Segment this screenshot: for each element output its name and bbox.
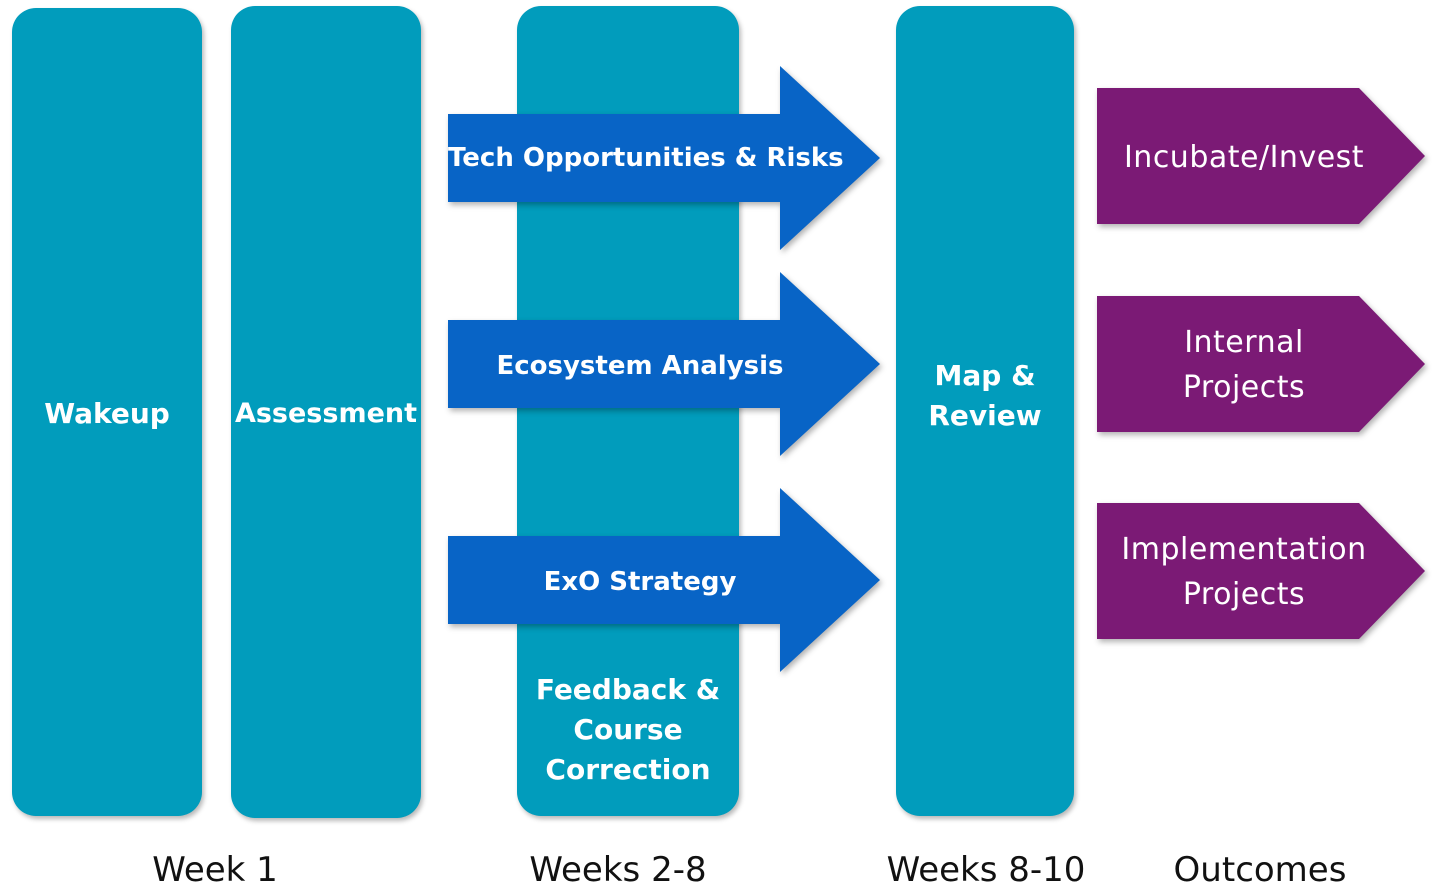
outcome-internal-projects: Internal Projects bbox=[1097, 296, 1425, 432]
stream-label-exo-strategy: ExO Strategy bbox=[543, 567, 737, 597]
stream-label-ecosystem-analysis: Ecosystem Analysis bbox=[496, 351, 784, 381]
outcome-incubate-invest: Incubate/Invest bbox=[1097, 88, 1425, 224]
timeline-label-weeks-8-10: Weeks 8-10 bbox=[886, 850, 1086, 890]
arrow-shape-icon bbox=[448, 66, 880, 250]
phase-label-map-review: Map & Review bbox=[928, 359, 1042, 432]
outcome-label-internal-projects: Internal Projects bbox=[1182, 325, 1306, 405]
stream-arrow-tech-opportunities: Tech Opportunities & Risks bbox=[448, 66, 880, 250]
stream-label-tech-opportunities: Tech Opportunities & Risks bbox=[448, 143, 844, 173]
phase-label-wakeup: Wakeup bbox=[44, 397, 170, 430]
outcome-implementation-projects: Implementation Projects bbox=[1097, 503, 1425, 639]
timeline-label-outcomes: Outcomes bbox=[1173, 850, 1347, 890]
arrow-shape-icon bbox=[448, 272, 880, 456]
chevron-shape-icon bbox=[1097, 88, 1425, 224]
phase-label-feedback: Feedback & Course Correction bbox=[535, 673, 721, 786]
chevron-shape-icon bbox=[1097, 503, 1425, 639]
stream-arrow-ecosystem-analysis: Ecosystem Analysis bbox=[448, 272, 880, 456]
outcome-label-incubate-invest: Incubate/Invest bbox=[1123, 140, 1365, 175]
phase-column-wakeup: Wakeup bbox=[12, 8, 202, 816]
timeline-label-week-1: Week 1 bbox=[152, 850, 278, 890]
arrow-shape-icon bbox=[448, 488, 880, 672]
phase-column-map-review: Map & Review bbox=[896, 6, 1074, 816]
chevron-shape-icon bbox=[1097, 296, 1425, 432]
timeline-label-weeks-2-8: Weeks 2-8 bbox=[529, 850, 707, 890]
phase-column-assessment: Assessment bbox=[231, 6, 421, 818]
outcome-label-implementation-projects: Implementation Projects bbox=[1121, 532, 1367, 612]
phase-label-assessment: Assessment bbox=[234, 398, 418, 429]
stream-arrow-exo-strategy: ExO Strategy bbox=[448, 488, 880, 672]
